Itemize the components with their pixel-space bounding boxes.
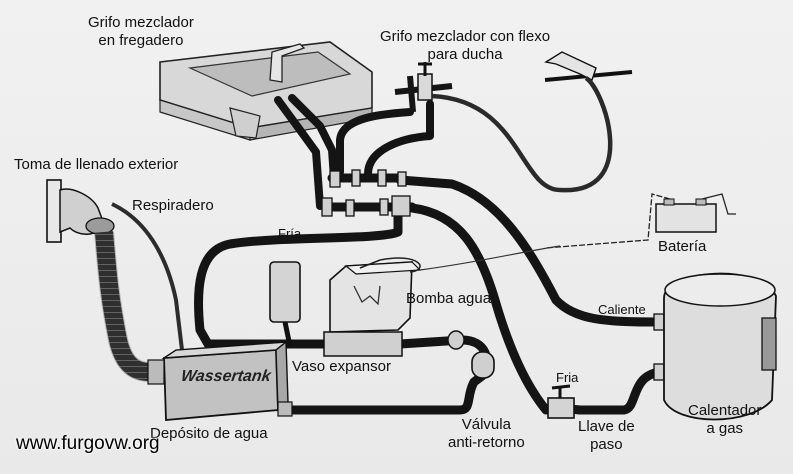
- pipe-network: [194, 94, 665, 415]
- tank-brand-label: Wassertank: [179, 368, 272, 385]
- watermark-url[interactable]: www.furgovw.org: [16, 433, 160, 454]
- shower-head-icon: [544, 51, 597, 81]
- pipe-fittings: [321, 169, 665, 381]
- label-battery: Batería: [658, 238, 707, 255]
- label-stop-valve: Llave de paso: [578, 418, 635, 453]
- stop-valve: [547, 384, 575, 419]
- pump-power-cable: [419, 245, 561, 271]
- expansion-vessel: [269, 261, 301, 347]
- label-gas-heater: Calentador a gas: [688, 402, 762, 437]
- kitchen-sink: [159, 41, 373, 141]
- label-check-valve: Válvula anti-retorno: [448, 416, 525, 451]
- gas-heater: [663, 272, 777, 421]
- water-pump: [323, 257, 422, 357]
- sink-faucet-icon: [269, 43, 306, 83]
- label-shower-mixer: Grifo mezclador con flexo para ducha: [380, 28, 551, 63]
- label-sink-mixer: Grifo mezclador en fregadero: [88, 14, 194, 49]
- label-cold-top: Fría: [278, 226, 302, 241]
- label-fill-inlet: Toma de llenado exterior: [14, 156, 179, 173]
- label-hot: Caliente: [598, 302, 646, 317]
- vent-hose: [111, 202, 184, 351]
- check-valve: [447, 330, 495, 379]
- battery: [544, 193, 736, 249]
- shower-mixer: [394, 51, 633, 113]
- label-pump: Bomba agua: [406, 290, 492, 307]
- label-vent: Respiradero: [132, 197, 214, 214]
- fill-inlet: [46, 179, 115, 243]
- water-tank: [147, 340, 293, 421]
- fill-hose: [95, 231, 151, 381]
- label-cold-bottom: Fria: [556, 370, 579, 385]
- label-expansion-vessel: Vaso expansor: [292, 358, 391, 375]
- shower-hose: [431, 76, 613, 193]
- label-water-tank: Depósito de agua: [150, 425, 268, 442]
